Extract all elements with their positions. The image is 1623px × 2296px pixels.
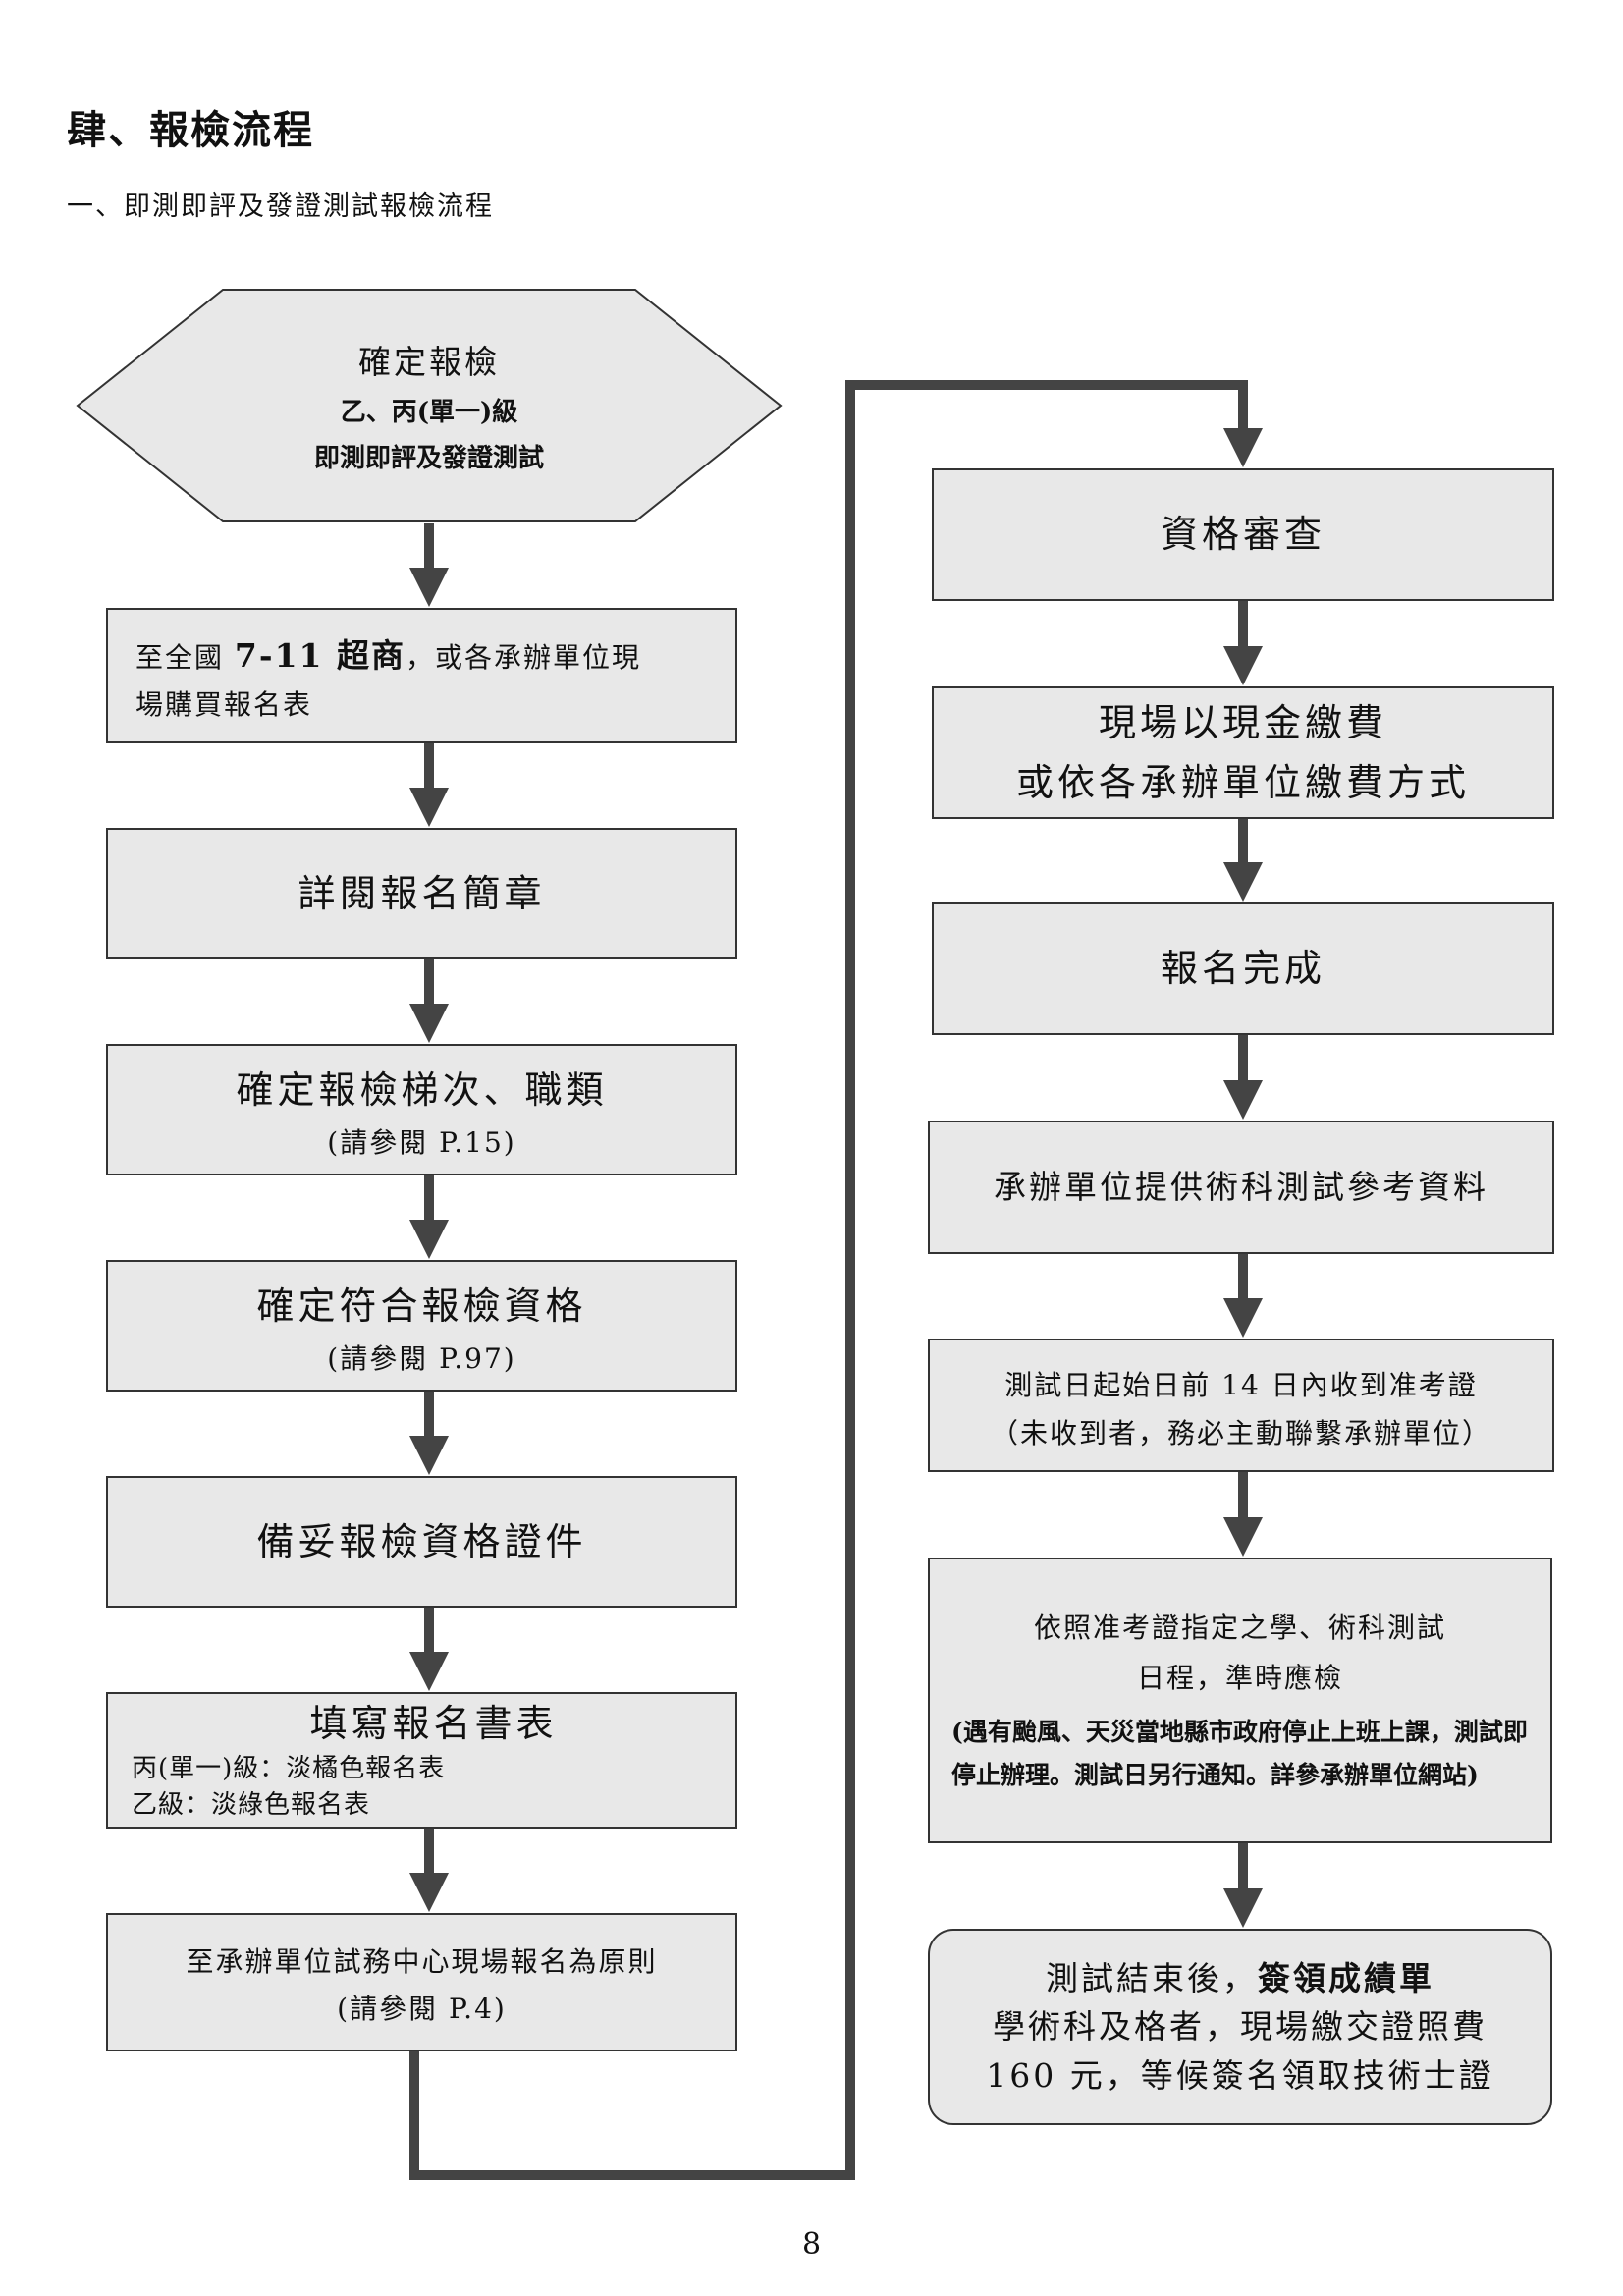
- step-buy-form: 至全國 7-11 超商，或各承辦單位現 場購買報名表: [106, 608, 737, 743]
- step-admission-ticket-line2: （未收到者，務必主動聯繫承辦單位）: [990, 1416, 1491, 1449]
- step-admission-ticket: 測試日起始日前 14 日內收到准考證 （未收到者，務必主動聯繫承辦單位）: [928, 1339, 1554, 1472]
- step-collect-certificate-bold: 簽領成績單: [1258, 1958, 1434, 1997]
- step-collect-certificate-pre: 測試結束後，: [1046, 1958, 1258, 1997]
- start-hexagon-text: 確定報檢 乙、丙(單一)級 即測即評及發證測試: [76, 288, 783, 523]
- step-buy-form-post: ，或各承辦單位現: [405, 640, 641, 674]
- step-registration-complete: 報名完成: [932, 902, 1554, 1035]
- section-subtitle: 一、即測即評及發證測試報檢流程: [67, 191, 494, 222]
- step-register-onsite-line2: (請參閱 P.4): [337, 1992, 507, 2025]
- step-buy-form-pre: 至全國: [135, 640, 235, 674]
- step-qualification-review-text: 資格審查: [1160, 513, 1325, 557]
- step-payment-line1: 現場以現金繳費: [1098, 700, 1387, 744]
- step-buy-form-line2: 場購買報名表: [135, 688, 313, 722]
- start-line3: 即測即評及發證測試: [313, 444, 544, 474]
- step-attend-exam-line2: 日程，準時應檢: [1136, 1661, 1343, 1694]
- step-read-brochure: 詳閱報名簡章: [106, 828, 737, 959]
- step-read-brochure-text: 詳閱報名簡章: [298, 871, 546, 915]
- step-prepare-documents: 備妥報檢資格證件: [106, 1476, 737, 1608]
- connector-left-to-right: [409, 380, 1263, 2180]
- step-buy-form-bold: 7-11 超商: [234, 635, 406, 675]
- step-admission-ticket-line1: 測試日起始日前 14 日內收到准考證: [1004, 1369, 1478, 1402]
- step-fill-forms-line3: 乙級：淡綠色報名表: [132, 1790, 371, 1821]
- step-payment: 現場以現金繳費 或依各承辦單位繳費方式: [932, 686, 1554, 819]
- page-number: 8: [801, 2227, 822, 2262]
- start-hexagon: [76, 289, 783, 522]
- step-confirm-session-line2: (請參閱 P.15): [327, 1126, 516, 1160]
- step-attend-exam-line1: 依照准考證指定之學、術科測試: [1033, 1612, 1446, 1645]
- step-register-onsite: 至承辦單位試務中心現場報名為原則 (請參閱 P.4): [106, 1913, 737, 2051]
- step-collect-certificate-line2: 學術科及格者，現場繳交證照費: [993, 2007, 1488, 2047]
- step-confirm-session-line1: 確定報檢梯次、職類: [236, 1067, 608, 1112]
- step-collect-certificate-line3: 160 元，等候簽名領取技術士證: [986, 2055, 1494, 2095]
- step-collect-certificate: 測試結束後，簽領成績單 學術科及格者，現場繳交證照費 160 元，等候簽名領取技…: [928, 1929, 1552, 2125]
- step-fill-forms-line1: 填寫報名書表: [309, 1701, 558, 1745]
- step-confirm-eligibility: 確定符合報檢資格 (請參閱 P.97): [106, 1260, 737, 1392]
- step-fill-forms-line2: 丙(單一)級：淡橘色報名表: [132, 1754, 446, 1784]
- step-fill-forms: 填寫報名書表 丙(單一)級：淡橘色報名表 乙級：淡綠色報名表: [106, 1692, 737, 1829]
- step-reference-materials-text: 承辦單位提供術科測試參考資料: [994, 1167, 1488, 1206]
- start-line2: 乙、丙(單一)級: [340, 398, 518, 428]
- step-payment-line2: 或依各承辦單位繳費方式: [1015, 760, 1470, 804]
- step-confirm-eligibility-line1: 確定符合報檢資格: [256, 1284, 587, 1328]
- step-register-onsite-line1: 至承辦單位試務中心現場報名為原則: [186, 1945, 658, 1979]
- step-confirm-eligibility-line2: (請參閱 P.97): [327, 1342, 516, 1376]
- start-line1: 確定報檢: [358, 342, 500, 381]
- step-attend-exam-note: (遇有颱風、天災當地縣市政府停止上班上課，測試即停止辦理。測試日另行通知。詳參承…: [951, 1718, 1528, 1789]
- step-registration-complete-text: 報名完成: [1160, 947, 1325, 991]
- step-prepare-documents-text: 備妥報檢資格證件: [256, 1519, 587, 1563]
- step-confirm-session: 確定報檢梯次、職類 (請參閱 P.15): [106, 1044, 737, 1175]
- step-attend-exam: 依照准考證指定之學、術科測試 日程，準時應檢 (遇有颱風、天災當地縣市政府停止上…: [928, 1558, 1552, 1843]
- step-qualification-review: 資格審查: [932, 468, 1554, 601]
- step-reference-materials: 承辦單位提供術科測試參考資料: [928, 1121, 1554, 1254]
- section-title: 肆、報檢流程: [67, 107, 314, 153]
